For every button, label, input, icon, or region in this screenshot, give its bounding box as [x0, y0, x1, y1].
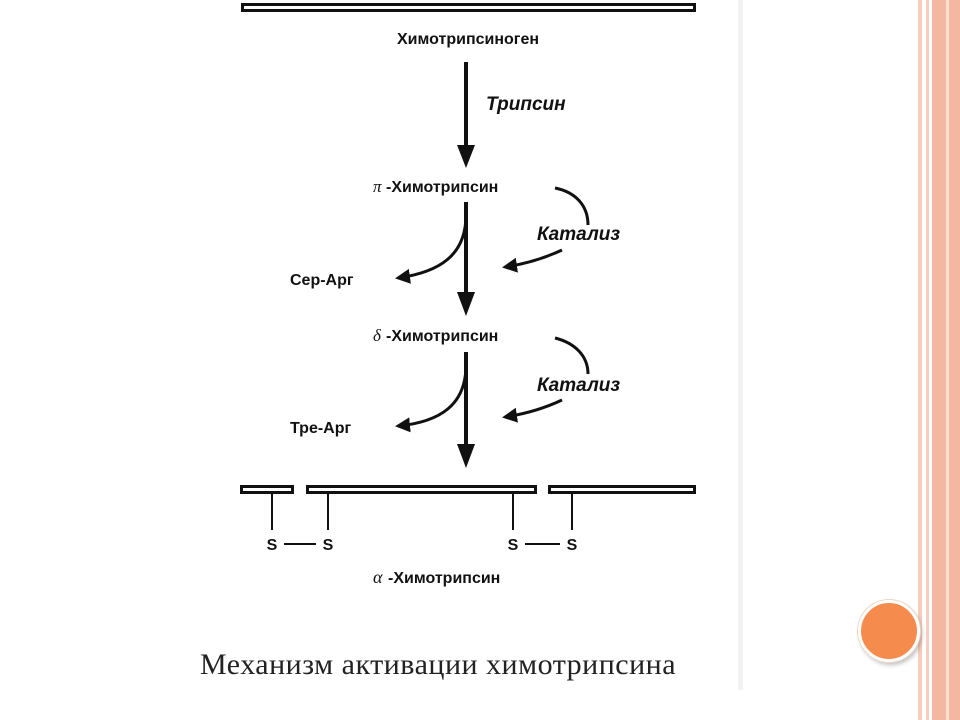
delta-chymotrypsin-label: -Химотрипсин: [386, 328, 498, 345]
sulfur-2-label: S: [323, 537, 334, 554]
pi-chymotrypsin-label: -Химотрипсин: [386, 179, 498, 196]
delta-symbol: δ: [373, 326, 382, 345]
ser-arg-release-arrow: [395, 214, 468, 284]
decorative-stripes: [918, 0, 960, 720]
thr-arg-release-arrow: [395, 364, 468, 433]
pi-symbol: π: [373, 177, 382, 196]
alpha-chain-fragments: [240, 485, 696, 494]
thr-arg-label: Тре-Арг: [290, 420, 351, 437]
ornament-circle: [858, 600, 920, 662]
alpha-chymotrypsin-label: -Химотрипсин: [388, 570, 500, 587]
sulfur-1-label: S: [267, 537, 278, 554]
zymogen-chain-bar: [241, 3, 696, 12]
catalysis-2-curve: [554, 336, 590, 375]
sulfur-4-label: S: [567, 537, 578, 554]
figure-caption: Механизм активации химотрипсина: [200, 648, 677, 681]
alpha-symbol: α: [373, 567, 383, 587]
catalysis-2-label: Катализ: [537, 375, 620, 396]
sulfur-3-label: S: [508, 537, 519, 554]
disulfide-bonds: [271, 494, 573, 545]
trypsin-label: Трипсин: [486, 94, 566, 115]
catalysis-2-arrow: [502, 398, 563, 423]
figure-border: [738, 0, 743, 690]
trypsin-arrow: [457, 62, 475, 168]
catalysis-1-curve: [554, 186, 590, 226]
catalysis-1-arrow: [502, 248, 563, 273]
ser-arg-label: Сер-Арг: [290, 272, 354, 289]
chymotrypsinogen-label: Химотрипсиноген: [397, 31, 539, 48]
catalysis-1-label: Катализ: [537, 224, 620, 245]
